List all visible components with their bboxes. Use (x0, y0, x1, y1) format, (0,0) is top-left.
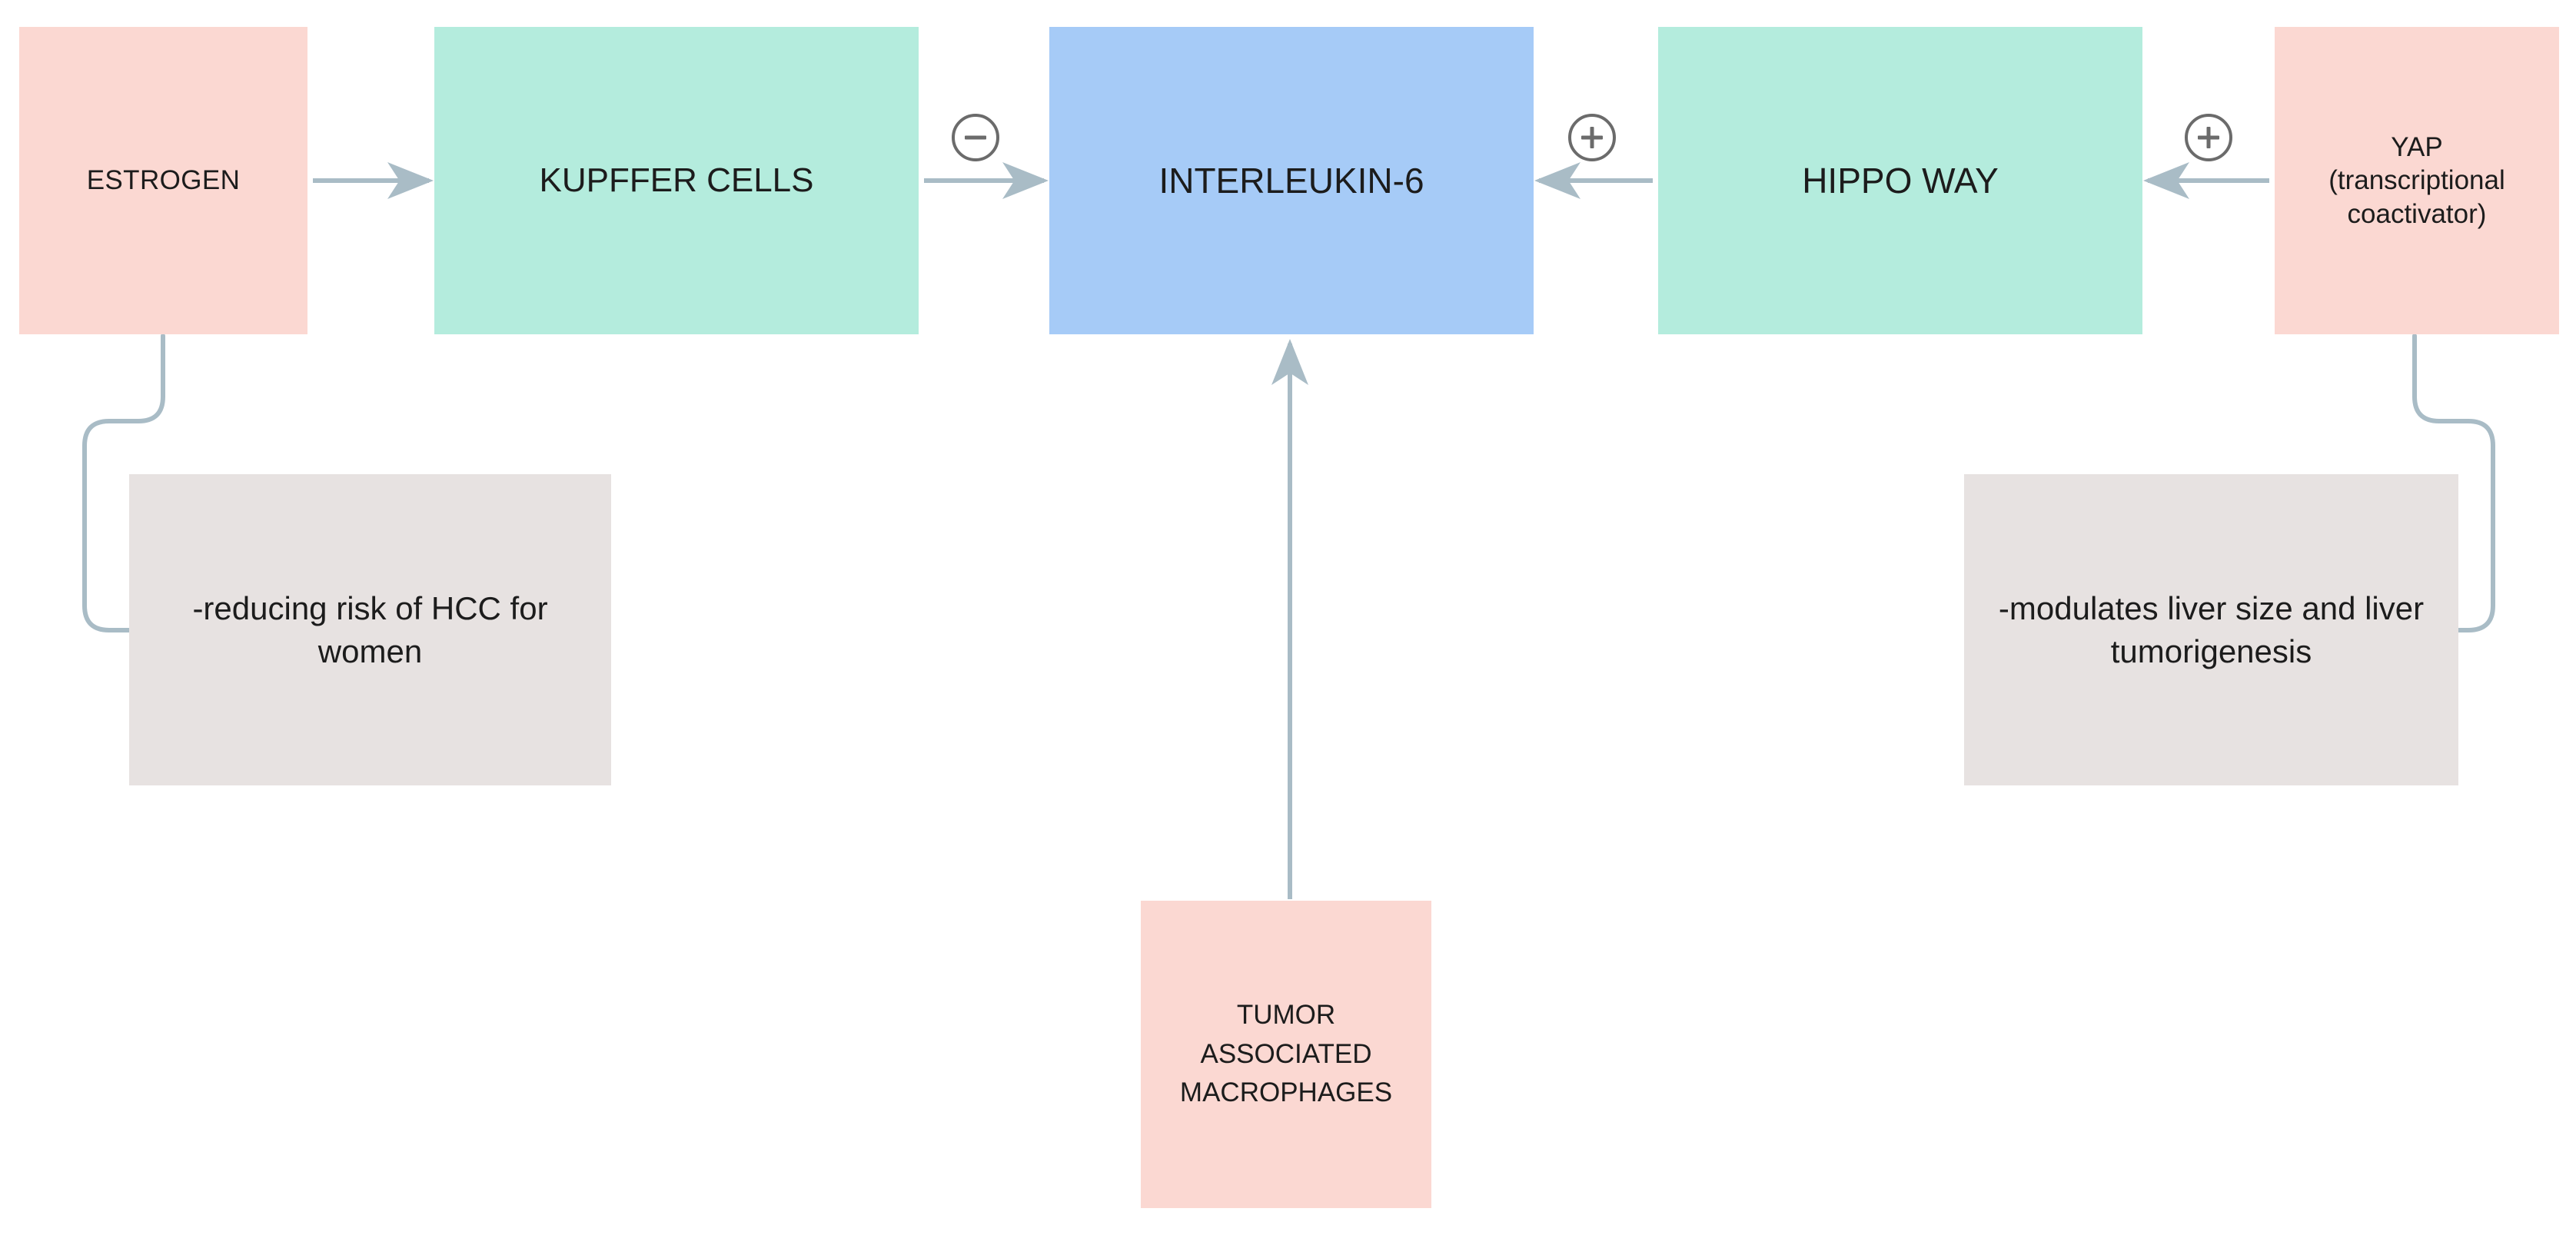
minus-sign-icon (952, 114, 999, 161)
node-kupffer-cells[interactable]: KUPFFER CELLS (434, 27, 919, 334)
plus-sign-icon (2185, 114, 2232, 161)
node-yap[interactable]: YAP (transcriptional coactivator) (2275, 27, 2559, 334)
annotation-estrogen-note[interactable]: -reducing risk of HCC for women (129, 474, 611, 785)
node-estrogen[interactable]: ESTROGEN (19, 27, 307, 334)
plus-sign-icon (1568, 114, 1616, 161)
node-hippo-way[interactable]: HIPPO WAY (1658, 27, 2142, 334)
node-tumor-associated-macrophages[interactable]: TUMOR ASSOCIATED MACROPHAGES (1141, 901, 1431, 1208)
node-interleukin-6[interactable]: INTERLEUKIN-6 (1049, 27, 1534, 334)
annotation-yap-note[interactable]: -modulates liver size and liver tumorige… (1964, 474, 2458, 785)
